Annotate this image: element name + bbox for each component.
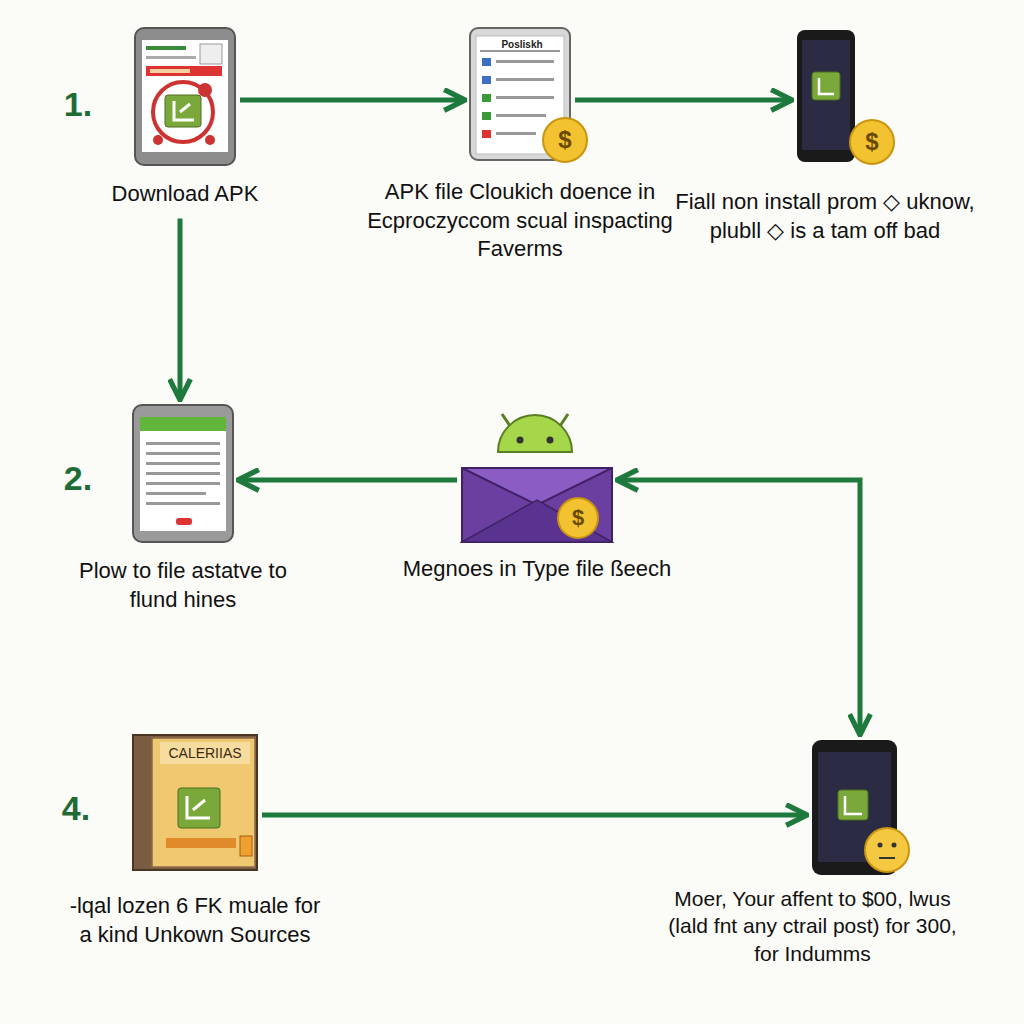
step-caption: APK file Cloukich doence in Ecproczyccom… [355,178,685,264]
step-node: Plow to file astatve to flund hines [133,405,233,542]
step-node: Megnoes in Type file ßeech [462,414,612,542]
step-caption: Moer, Your affent to $00, lwus (lald fnt… [663,885,963,967]
flow-arrow [262,813,807,818]
step-number: 4. [62,789,90,828]
step-caption: -lqal lozen 6 FK muale for a kind Unkown… [65,892,325,949]
icon-text: $ [558,126,571,154]
flow-arrow [178,219,183,400]
step-caption: Megnoes in Type file ßeech [387,555,687,584]
icon-text: $ [865,128,878,156]
phone-document [470,28,587,162]
phone-result [812,740,909,875]
step-caption: Plow to file astatve to flund hines [68,557,298,614]
step-caption: Fiall non install prom ◇ uknow, plubll ◇… [675,188,975,245]
flow-arrow [575,98,792,103]
phone-install [797,30,894,164]
phone-download [135,28,235,165]
step-node: Moer, Your affent to $00, lwus (lald fnt… [812,740,897,875]
book [133,735,257,870]
flow-arrow [238,478,457,483]
step-number: 1. [64,85,92,124]
icon-text: $ [572,505,584,531]
flow-arrow [617,480,860,735]
icon-text: CALERIIAS [168,745,241,761]
step-node: Download APK [135,28,235,165]
step-node: Fiall non install prom ◇ uknow, plubll ◇… [797,30,855,162]
flow-arrow [240,98,465,103]
step-number: 2. [64,459,92,498]
icon-text: Posliskh [501,39,542,50]
phone-settings [133,405,233,542]
android-envelope [462,414,612,542]
step-caption: Download APK [70,180,300,209]
